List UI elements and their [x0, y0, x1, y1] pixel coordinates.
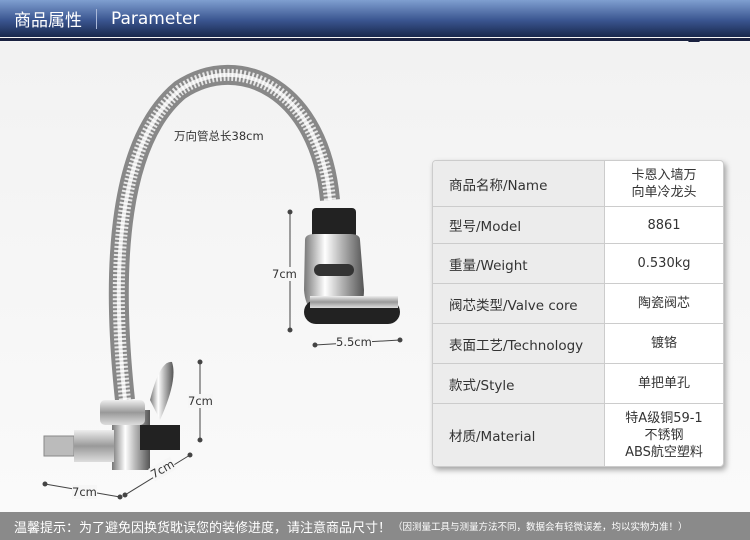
body-height-label: 7cm — [188, 394, 213, 408]
spec-label: 重量/Weight — [433, 244, 605, 283]
header-divider — [96, 8, 97, 29]
hose-length-label: 万向管总长38cm — [174, 129, 264, 143]
spec-row: 阀芯类型/Valve core 陶瓷阀芯 — [433, 284, 723, 324]
header-title-en: Parameter — [111, 8, 200, 29]
spec-label: 表面工艺/Technology — [433, 324, 605, 363]
spec-label: 商品名称/Name — [433, 161, 605, 206]
spec-label: 型号/Model — [433, 207, 605, 243]
spec-row: 商品名称/Name 卡恩入墙万 向单冷龙头 — [433, 161, 723, 207]
base-width-label: 7cm — [72, 485, 97, 499]
spec-row: 重量/Weight 0.530kg — [433, 244, 723, 284]
spec-value: 8861 — [647, 217, 681, 233]
spec-row: 型号/Model 8861 — [433, 207, 723, 244]
spec-value: 陶瓷阀芯 — [637, 296, 690, 311]
section-header: 商品属性 Parameter — [0, 0, 750, 37]
header-underline — [0, 38, 750, 41]
spec-label: 阀芯类型/Valve core — [433, 284, 605, 323]
notice-bar: 温馨提示：为了避免因换货耽误您的装修进度，请注意商品尺寸！ （因测量工具与测量方… — [0, 512, 750, 540]
spec-label: 材质/Material — [433, 404, 605, 466]
spec-row: 材质/Material 特A级铜59-1 不锈钢 ABS航空塑料 — [433, 404, 723, 466]
notice-text: 温馨提示：为了避免因换货耽误您的装修进度，请注意商品尺寸！ — [14, 520, 392, 536]
notice-note: （因测量工具与测量方法不同，数据会有轻微误差，均以实物为准！） — [393, 522, 688, 533]
head-height-label: 7cm — [272, 267, 297, 281]
spec-table: 商品名称/Name 卡恩入墙万 向单冷龙头 型号/Model 8861 重量/Wei… — [432, 160, 724, 467]
spec-value: 单把单孔 — [637, 376, 690, 391]
spec-value: 0.530kg — [637, 256, 691, 271]
faucet-illustration — [42, 64, 403, 500]
header-title-cn: 商品属性 — [14, 11, 82, 31]
spec-label: 款式/Style — [433, 364, 605, 403]
spec-row: 款式/Style 单把单孔 — [433, 364, 723, 404]
head-width-label: 5.5cm — [336, 335, 372, 349]
spec-value: 镀铬 — [650, 336, 677, 351]
spec-value: 卡恩入墙万 向单冷龙头 — [631, 167, 697, 200]
spec-value: 特A级铜59-1 不锈钢 ABS航空塑料 — [625, 410, 703, 460]
spec-row: 表面工艺/Technology 镀铬 — [433, 324, 723, 364]
